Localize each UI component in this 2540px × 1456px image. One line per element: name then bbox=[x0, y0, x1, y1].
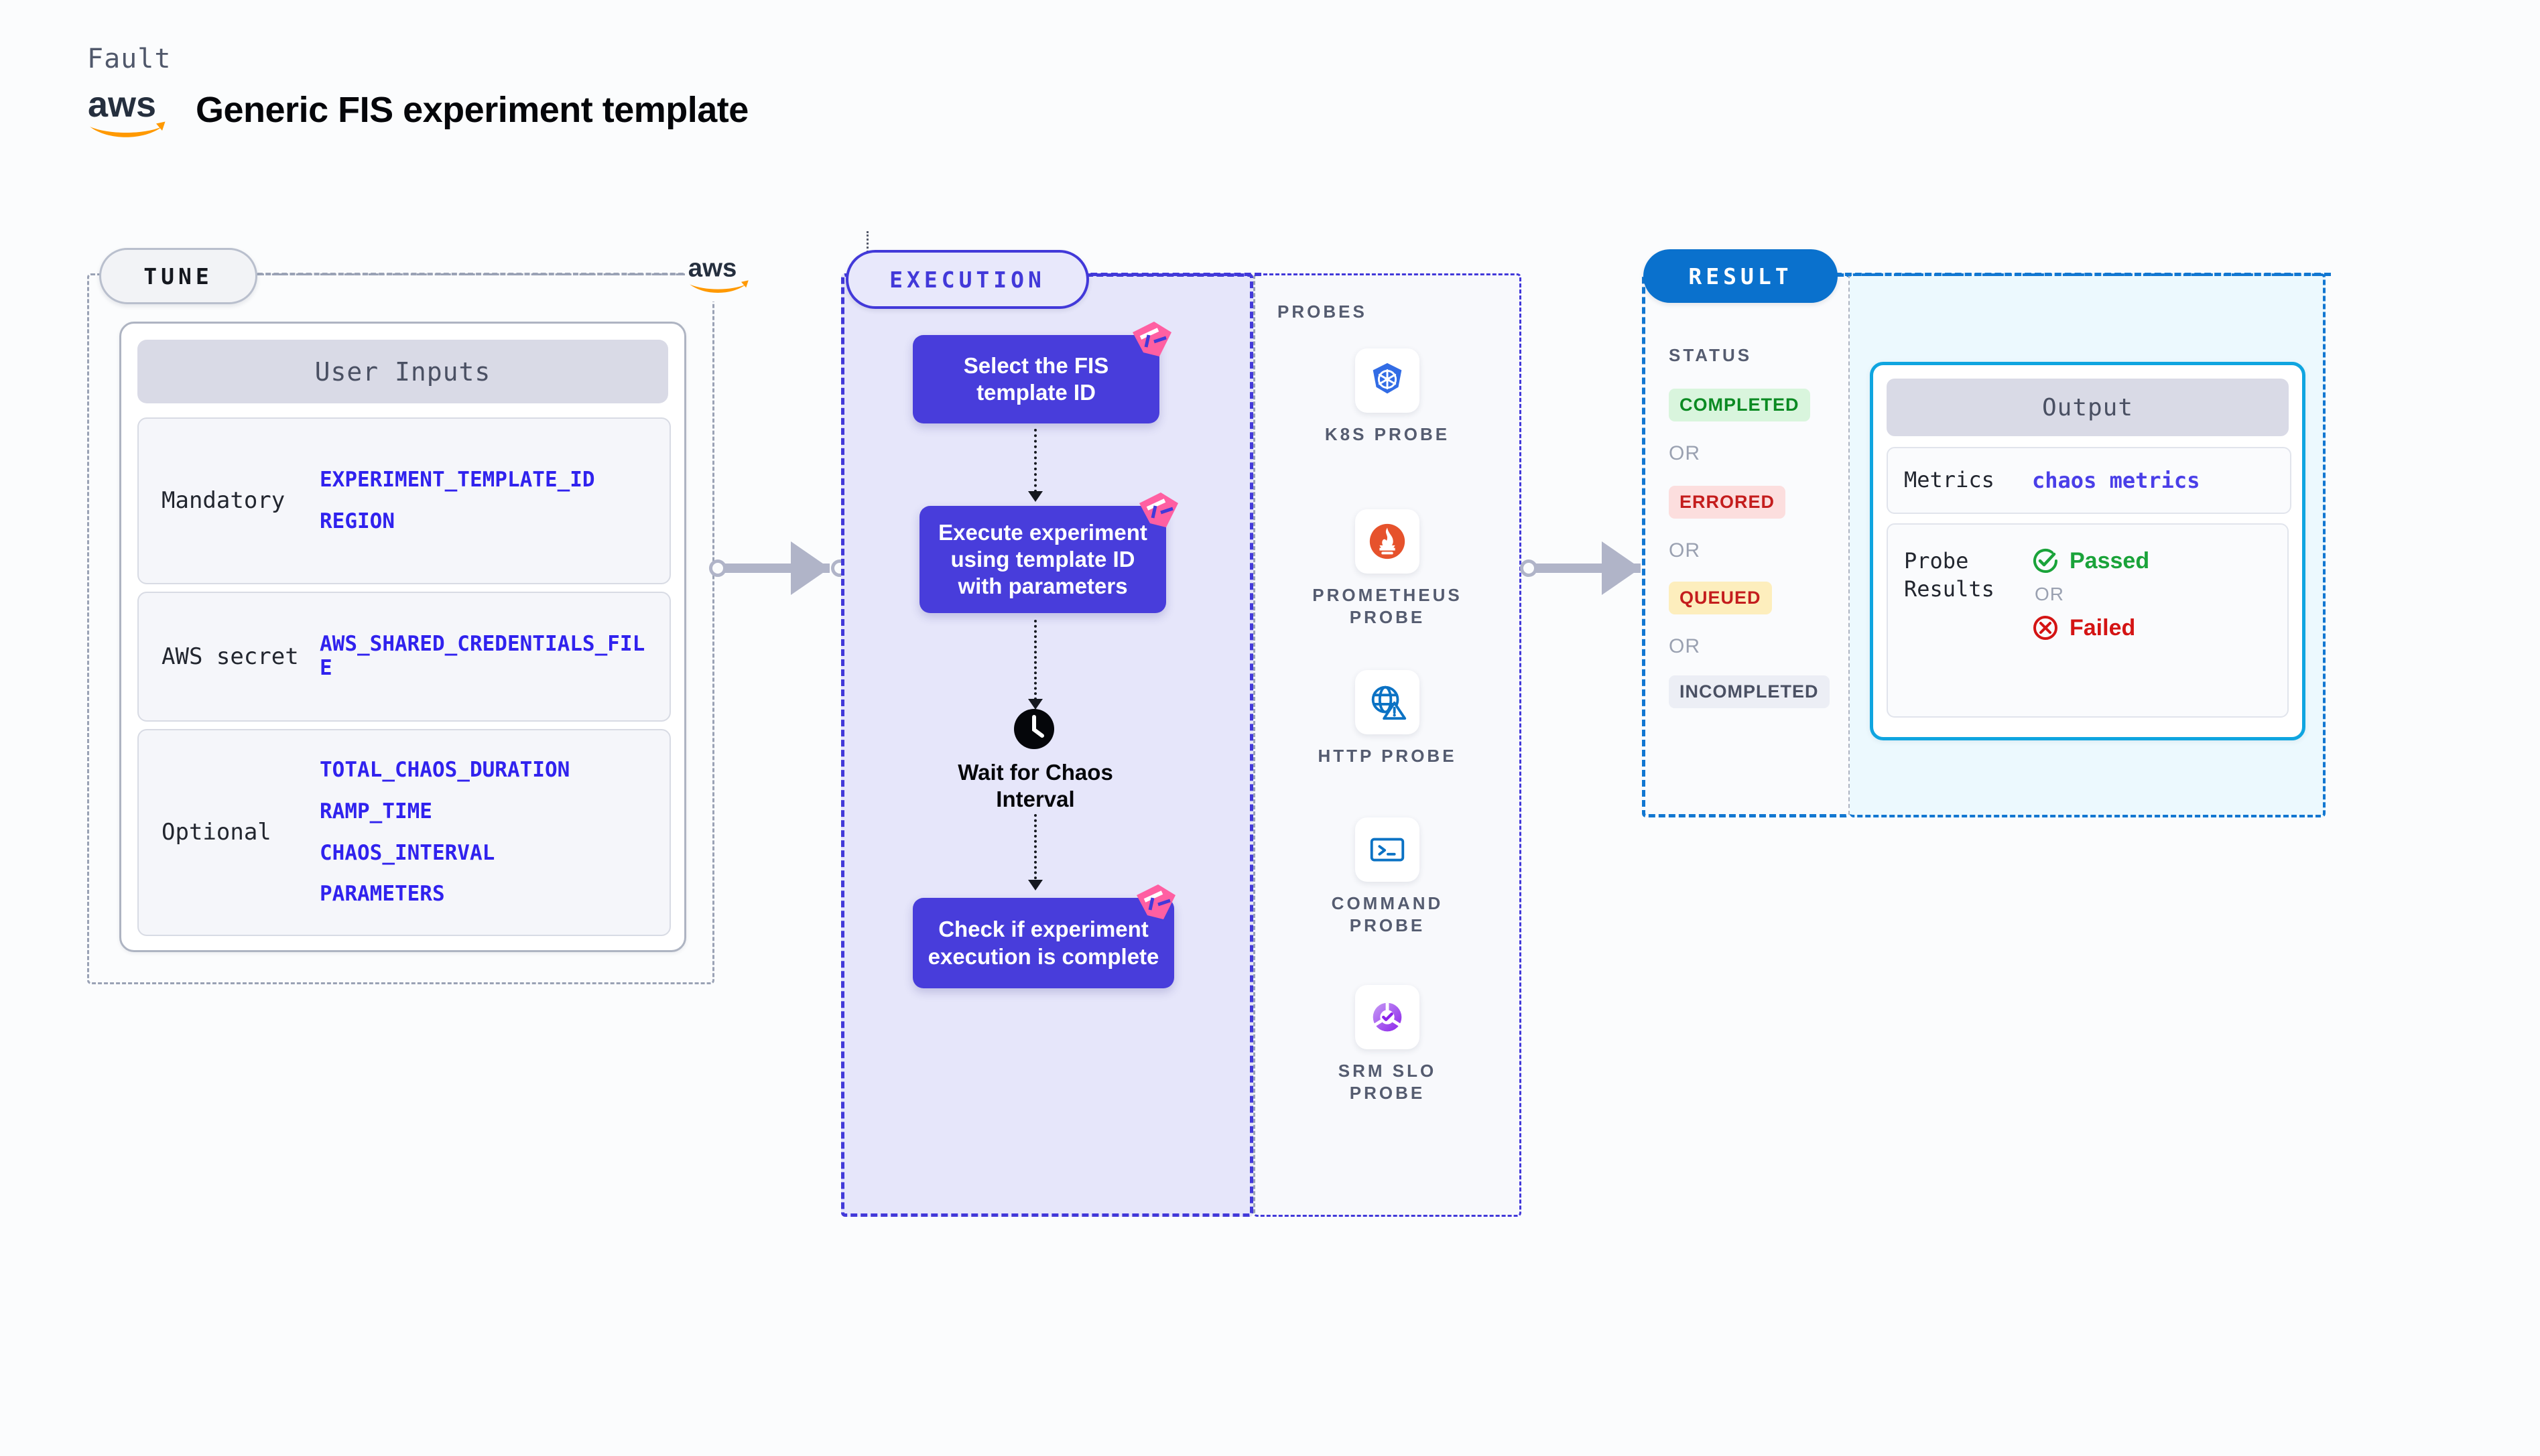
variable-name: AWS_SHARED_CREDENTIALS_FILE bbox=[320, 632, 645, 680]
or-separator: OR bbox=[1669, 442, 1700, 464]
aws-logo-icon: aws bbox=[685, 248, 765, 302]
or-separator: OR bbox=[2035, 584, 2064, 604]
input-row-optional: Optional TOTAL_CHAOS_DURATION RAMP_TIME … bbox=[137, 729, 671, 936]
eyebrow-label: Fault bbox=[87, 44, 172, 74]
status-badge-completed: COMPLETED bbox=[1669, 389, 1810, 421]
or-separator: OR bbox=[1669, 635, 1700, 657]
execution-pill[interactable]: EXECUTION bbox=[846, 250, 1089, 309]
row-label: Optional bbox=[162, 819, 271, 846]
result-top-divider bbox=[1835, 273, 2331, 276]
check-circle-icon bbox=[2033, 549, 2057, 573]
probe-item-srm-slo[interactable]: SRM SLO PROBE bbox=[1300, 985, 1474, 1105]
probe-item-k8s[interactable]: K8S PROBE bbox=[1300, 348, 1474, 446]
output-probe-results-row: Probe Results Passed OR Failed bbox=[1887, 523, 2289, 718]
probes-title: PROBES bbox=[1277, 302, 1367, 322]
svg-text:aws: aws bbox=[88, 84, 156, 125]
aws-logo-icon: aws bbox=[86, 82, 186, 143]
user-inputs-header: User Inputs bbox=[137, 340, 668, 403]
input-row-aws-secret: AWS secret AWS_SHARED_CREDENTIALS_FILE bbox=[137, 592, 671, 722]
variable-name: TOTAL_CHAOS_DURATION bbox=[320, 758, 570, 783]
probe-label: HTTP PROBE bbox=[1318, 746, 1457, 766]
row-variables: EXPERIMENT_TEMPLATE_ID REGION bbox=[320, 468, 670, 533]
page-header: Fault aws Generic FIS experiment templat… bbox=[80, 37, 1019, 157]
connector-endpoint bbox=[709, 559, 726, 577]
probe-results-label: Probe Results bbox=[1904, 548, 1994, 602]
flow-arrowhead bbox=[1028, 699, 1043, 710]
execution-top-divider bbox=[1080, 273, 1261, 276]
prometheus-icon bbox=[1355, 509, 1419, 574]
output-card: Output Metrics chaos metrics Probe Resul… bbox=[1870, 362, 2305, 740]
passed-label: Passed bbox=[2070, 547, 2150, 574]
probe-label: K8S PROBE bbox=[1324, 424, 1450, 444]
status-badge-incompleted: INCOMPLETED bbox=[1669, 675, 1830, 708]
terminal-icon bbox=[1355, 817, 1419, 882]
srm-slo-icon bbox=[1355, 985, 1419, 1049]
variable-name: EXPERIMENT_TEMPLATE_ID bbox=[320, 467, 595, 492]
connector-arrowhead bbox=[791, 541, 830, 595]
tune-top-divider bbox=[249, 273, 692, 275]
flow-arrow bbox=[1034, 620, 1037, 700]
row-variables: AWS_SHARED_CREDENTIALS_FILE bbox=[320, 632, 670, 680]
execution-step-check-complete[interactable]: Check if experiment execution is complet… bbox=[913, 898, 1174, 988]
variable-name: REGION bbox=[320, 509, 395, 533]
probes-region bbox=[1253, 273, 1521, 1217]
probe-item-prometheus[interactable]: PROMETHEUS PROBE bbox=[1300, 509, 1474, 629]
probe-label: COMMAND PROBE bbox=[1331, 893, 1444, 936]
row-label: Mandatory bbox=[162, 487, 285, 515]
connector-endpoint bbox=[1520, 559, 1537, 577]
status-title: STATUS bbox=[1669, 345, 1753, 365]
output-header: Output bbox=[1887, 379, 2289, 436]
kubernetes-icon bbox=[1355, 348, 1419, 413]
status-badge-queued: QUEUED bbox=[1669, 582, 1772, 614]
probe-verdict-passed: Passed bbox=[2032, 547, 2287, 574]
result-pill[interactable]: RESULT bbox=[1643, 249, 1838, 303]
metrics-value[interactable]: chaos metrics bbox=[2032, 468, 2200, 493]
wait-for-chaos-interval-label: Wait for Chaos Interval bbox=[958, 760, 1113, 812]
result-status-region bbox=[1642, 273, 1850, 817]
input-row-mandatory: Mandatory EXPERIMENT_TEMPLATE_ID REGION bbox=[137, 417, 671, 584]
globe-warning-icon bbox=[1355, 670, 1419, 734]
variable-name: CHAOS_INTERVAL bbox=[320, 840, 495, 865]
row-label: AWS secret bbox=[162, 643, 299, 670]
connector-arrowhead bbox=[1602, 541, 1641, 595]
execution-step-execute-experiment[interactable]: Execute experiment using template ID wit… bbox=[919, 506, 1166, 613]
execution-region bbox=[841, 273, 1253, 1217]
svg-text:aws: aws bbox=[688, 253, 737, 282]
variable-name: RAMP_TIME bbox=[320, 799, 432, 823]
execution-step-select-template[interactable]: Select the FIS template ID bbox=[913, 335, 1159, 423]
row-variables: TOTAL_CHAOS_DURATION RAMP_TIME CHAOS_INT… bbox=[320, 758, 670, 907]
flow-arrow bbox=[1034, 429, 1037, 492]
page-title: Generic FIS experiment template bbox=[196, 90, 749, 130]
user-inputs-card: User Inputs Mandatory EXPERIMENT_TEMPLAT… bbox=[119, 322, 686, 952]
or-separator: OR bbox=[1669, 539, 1700, 561]
clock-icon bbox=[1013, 708, 1055, 750]
tune-pill[interactable]: TUNE bbox=[99, 248, 257, 304]
probe-verdict-failed: Failed bbox=[2032, 614, 2287, 641]
output-metrics-row: Metrics chaos metrics bbox=[1887, 447, 2291, 514]
probe-item-http[interactable]: HTTP PROBE bbox=[1300, 670, 1474, 767]
flow-arrowhead bbox=[1028, 491, 1043, 502]
failed-label: Failed bbox=[2070, 614, 2136, 641]
probe-label: PROMETHEUS PROBE bbox=[1312, 585, 1462, 628]
status-badge-errored: ERRORED bbox=[1669, 486, 1786, 519]
probe-item-command[interactable]: COMMAND PROBE bbox=[1300, 817, 1474, 937]
variable-name: PARAMETERS bbox=[320, 882, 445, 907]
metrics-label: Metrics bbox=[1904, 467, 1994, 493]
x-circle-icon bbox=[2033, 616, 2057, 640]
flow-arrow bbox=[1034, 814, 1037, 884]
flow-arrowhead bbox=[1028, 880, 1043, 890]
probe-label: SRM SLO PROBE bbox=[1338, 1061, 1437, 1104]
